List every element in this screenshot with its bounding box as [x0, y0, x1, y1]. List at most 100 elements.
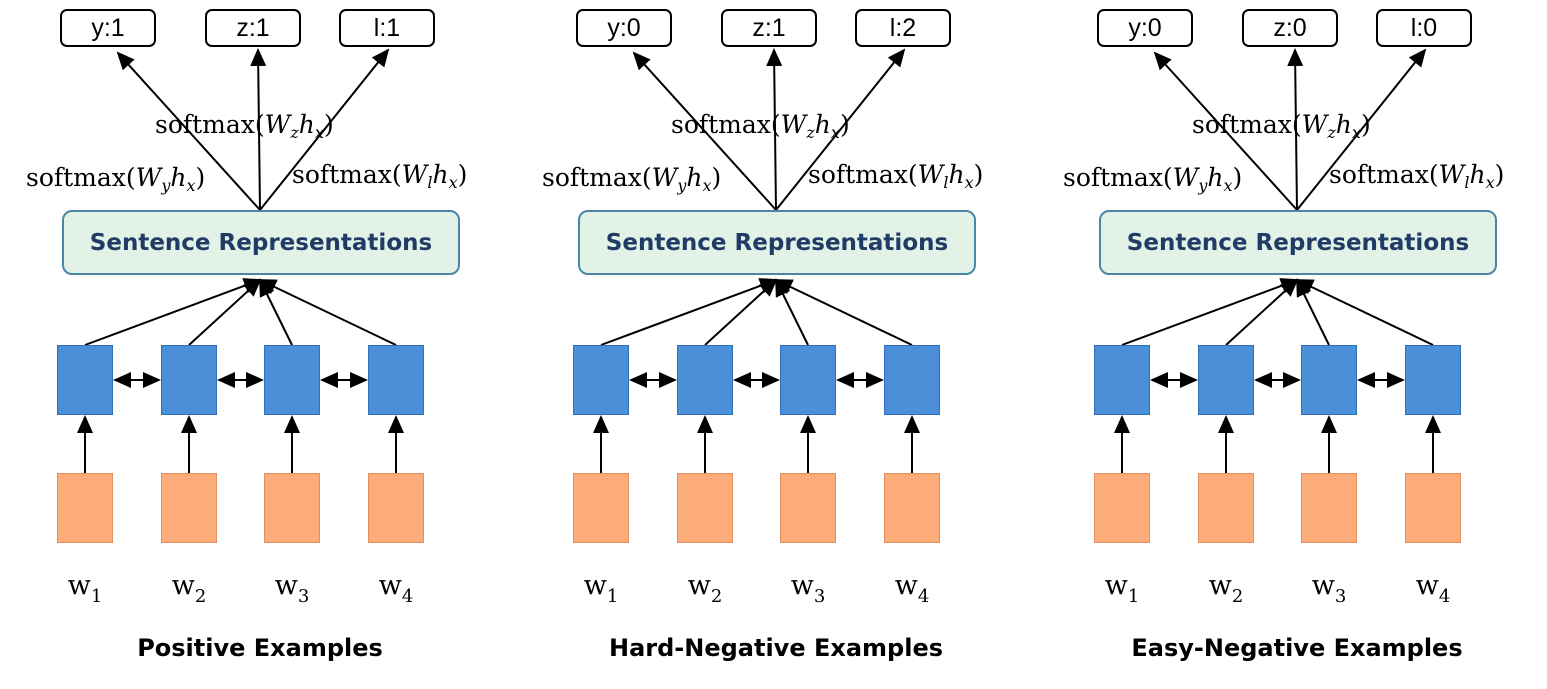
word-embedding-4	[1405, 473, 1461, 543]
label-z-box: z:1	[205, 9, 301, 47]
encoder-to-sentence-arrow-1	[188, 278, 262, 346]
label-z-box: z:0	[1242, 9, 1338, 47]
output-arrow-2	[1296, 48, 1427, 211]
weight-symbol: W	[651, 163, 678, 192]
encoder-cell-3	[780, 345, 836, 415]
softmax-z-label: softmax(Wzhx)	[671, 110, 850, 142]
encoder-cell-4	[368, 345, 424, 415]
weight-subscript: l	[427, 173, 433, 192]
word-index: 1	[606, 586, 619, 607]
word-base: w	[583, 570, 607, 601]
softmax-fn: softmax	[26, 163, 126, 192]
encoder-to-sentence-arrow-1	[1225, 278, 1299, 346]
word-index: 4	[401, 586, 414, 607]
softmax-z-label: softmax(Wzhx)	[155, 110, 334, 142]
encoder-cell-2	[161, 345, 217, 415]
sentence-representations-box: Sentence Representations	[1099, 210, 1497, 275]
word-index: 3	[297, 586, 310, 607]
word-embedding-2	[677, 473, 733, 543]
word-base: w	[894, 570, 918, 601]
softmax-fn: softmax	[1329, 160, 1429, 189]
encoder-to-sentence-arrow-3	[1295, 279, 1434, 346]
word-index: 3	[813, 586, 826, 607]
weight-subscript: z	[1327, 123, 1336, 142]
word-embedding-3	[780, 473, 836, 543]
encoder-cell-4	[1405, 345, 1461, 415]
softmax-y-label: softmax(Wyhx)	[1063, 163, 1243, 195]
hidden-subscript: x	[1351, 123, 1361, 142]
word-token-1: w1	[55, 570, 115, 607]
weight-symbol: W	[1172, 163, 1199, 192]
label-l-box: l:1	[339, 9, 435, 47]
word-base: w	[378, 570, 402, 601]
weight-symbol: W	[401, 160, 428, 189]
hidden-symbol: h	[298, 110, 315, 139]
hidden-symbol: h	[432, 160, 449, 189]
hidden-subscript: x	[964, 173, 974, 192]
weight-subscript: l	[943, 173, 949, 192]
encoder-cell-1	[57, 345, 113, 415]
weight-subscript: y	[161, 176, 171, 195]
word-token-4: w4	[1403, 570, 1463, 607]
word-token-2: w2	[159, 570, 219, 607]
encoder-cell-2	[1198, 345, 1254, 415]
softmax-fn: softmax	[1063, 163, 1163, 192]
weight-symbol: W	[264, 110, 291, 139]
weight-subscript: y	[677, 176, 687, 195]
weight-subscript: l	[1464, 173, 1470, 192]
output-arrow-0	[632, 51, 777, 211]
word-token-2: w2	[1196, 570, 1256, 607]
weight-symbol: W	[1301, 110, 1328, 139]
word-embedding-1	[573, 473, 629, 543]
encoder-to-sentence-arrow-0	[1121, 278, 1299, 346]
hidden-symbol: h	[686, 163, 703, 192]
word-token-3: w3	[262, 570, 322, 607]
softmax-fn: softmax	[542, 163, 642, 192]
label-y-box: y:0	[1097, 9, 1193, 47]
word-base: w	[274, 570, 298, 601]
weight-symbol: W	[780, 110, 807, 139]
word-token-2: w2	[675, 570, 735, 607]
softmax-z-label: softmax(Wzhx)	[1192, 110, 1371, 142]
weight-subscript: y	[1198, 176, 1208, 195]
hidden-subscript: x	[448, 173, 458, 192]
connections	[77, 48, 404, 473]
panel-caption: Easy-Negative Examples	[1131, 634, 1463, 662]
word-base: w	[1415, 570, 1439, 601]
softmax-l-label: softmax(Wlhx)	[1329, 160, 1505, 192]
encoder-cell-3	[264, 345, 320, 415]
encoder-to-sentence-arrow-0	[84, 278, 262, 346]
hidden-symbol: h	[1469, 160, 1486, 189]
hidden-subscript: x	[1223, 176, 1233, 195]
word-base: w	[790, 570, 814, 601]
sentence-representations-box: Sentence Representations	[62, 210, 460, 275]
softmax-y-label: softmax(Wyhx)	[542, 163, 722, 195]
label-l-box: l:2	[855, 9, 951, 47]
hidden-subscript: x	[830, 123, 840, 142]
encoder-to-sentence-arrow-2	[775, 278, 809, 346]
encoder-cell-4	[884, 345, 940, 415]
label-y-box: y:1	[60, 9, 156, 47]
word-token-4: w4	[882, 570, 942, 607]
word-index: 1	[90, 586, 103, 607]
connections	[1114, 48, 1441, 473]
word-base: w	[171, 570, 195, 601]
softmax-l-label: softmax(Wlhx)	[808, 160, 984, 192]
word-base: w	[1311, 570, 1335, 601]
word-token-3: w3	[778, 570, 838, 607]
word-index: 1	[1127, 586, 1140, 607]
label-y-box: y:0	[576, 9, 672, 47]
word-embedding-4	[884, 473, 940, 543]
encoder-to-sentence-arrow-0	[600, 278, 778, 346]
word-embedding-2	[161, 473, 217, 543]
word-index: 2	[1231, 586, 1244, 607]
word-embedding-3	[1301, 473, 1357, 543]
weight-subscript: z	[290, 123, 299, 142]
softmax-fn: softmax	[155, 110, 255, 139]
sentence-representations-box: Sentence Representations	[578, 210, 976, 275]
connections	[593, 48, 920, 473]
word-embedding-1	[1094, 473, 1150, 543]
word-base: w	[67, 570, 91, 601]
